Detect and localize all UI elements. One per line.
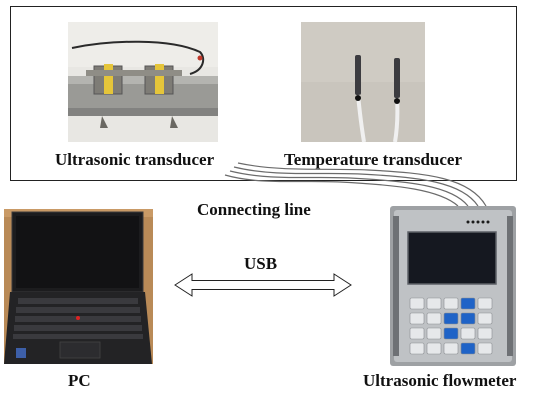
keypad-key — [443, 327, 459, 340]
keypad-key — [477, 312, 493, 325]
flowmeter-device-photo — [390, 206, 516, 366]
keypad-key — [426, 327, 442, 340]
laptop-photo — [4, 209, 153, 364]
double-headed-arrow — [174, 273, 352, 297]
keypad-key — [409, 297, 425, 310]
label-connecting-line: Connecting line — [197, 200, 311, 219]
keypad-key — [443, 297, 459, 310]
keypad-key — [477, 327, 493, 340]
label-pc: PC — [68, 371, 91, 390]
keypad-key — [460, 327, 476, 340]
keypad-key — [426, 312, 442, 325]
keypad-key — [409, 312, 425, 325]
flowmeter-keypad — [409, 297, 493, 355]
keypad-key — [426, 342, 442, 355]
keypad-key — [409, 342, 425, 355]
keypad-key — [477, 342, 493, 355]
keypad-key — [460, 297, 476, 310]
label-usb: USB — [244, 254, 278, 273]
label-ultrasonic-transducer: Ultrasonic transducer — [55, 150, 215, 169]
keypad-key — [460, 312, 476, 325]
keypad-key — [443, 312, 459, 325]
pipe-with-transducers-photo — [68, 22, 218, 142]
keypad-key — [477, 297, 493, 310]
keypad-key — [409, 327, 425, 340]
label-temperature-transducer: Temperature transducer — [284, 150, 463, 169]
keypad-key — [460, 342, 476, 355]
temperature-probes-photo — [301, 22, 425, 143]
keypad-key — [443, 342, 459, 355]
label-ultrasonic-flowmeter: Ultrasonic flowmeter — [363, 371, 517, 390]
connecting-cables — [224, 162, 487, 207]
keypad-key — [426, 297, 442, 310]
